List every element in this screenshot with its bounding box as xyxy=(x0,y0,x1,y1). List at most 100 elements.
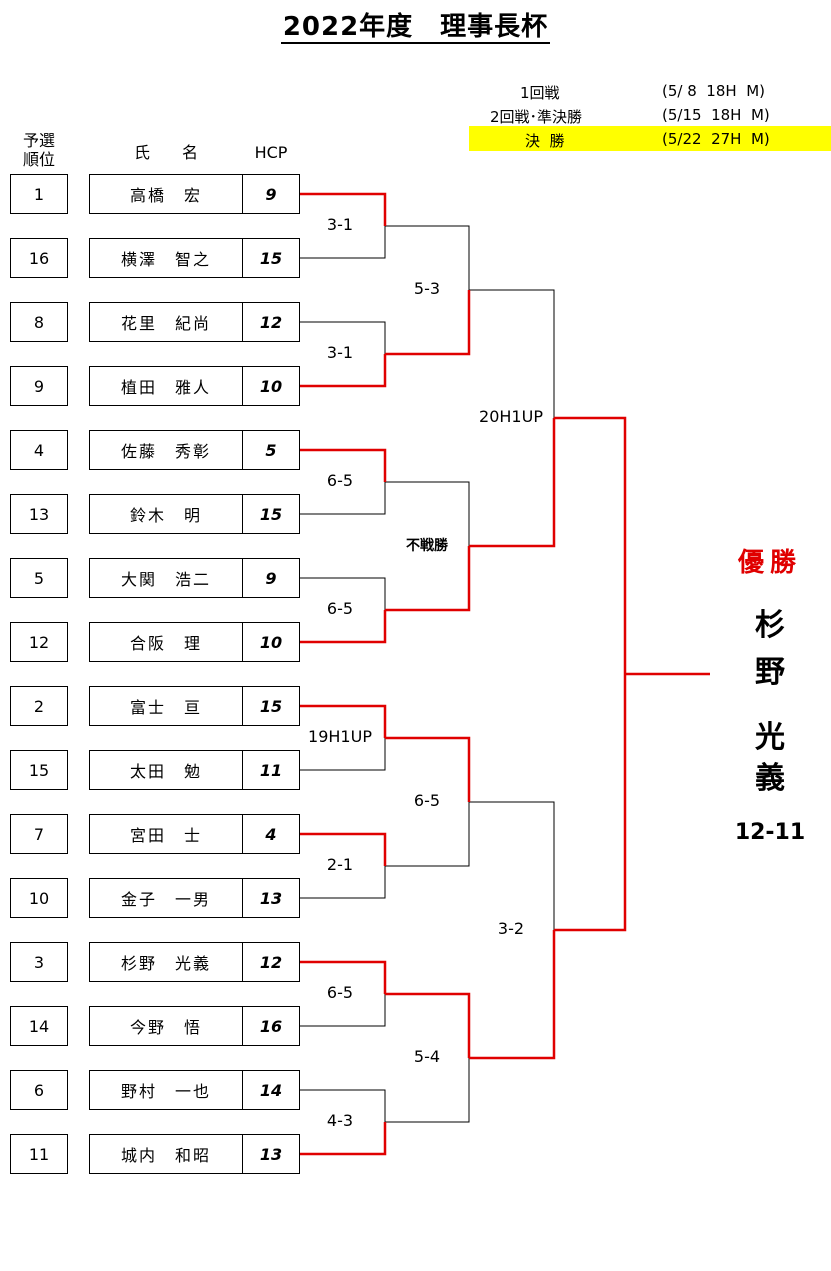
seed-cell: 13 xyxy=(10,494,68,534)
seed-cell: 1 xyxy=(10,174,68,214)
seed-cell: 2 xyxy=(10,686,68,726)
champion-name-char: 義 xyxy=(755,761,785,796)
bracket-loser-line xyxy=(300,321,386,354)
match-score: 不戦勝 xyxy=(406,538,448,554)
page-title: 2022年度 理事長杯 xyxy=(0,6,831,44)
champion-name-char: 光 xyxy=(755,720,785,755)
bracket-loser-line xyxy=(300,577,386,610)
schedule-round1: 1回戦 xyxy=(520,84,560,102)
bracket-loser-line xyxy=(300,482,386,515)
player-name-cell: 横澤 智之 xyxy=(89,238,243,278)
seed-cell: 6 xyxy=(10,1070,68,1110)
bracket-winner-line xyxy=(300,192,387,226)
bracket-loser-line xyxy=(385,225,470,290)
bracket-winner-line xyxy=(469,930,556,1060)
match-score: 2-1 xyxy=(326,855,354,874)
seed-cell: 3 xyxy=(10,942,68,982)
hcp-cell: 16 xyxy=(242,1006,300,1046)
schedule-round1-date: (5/ 8 18H M) xyxy=(662,82,765,100)
schedule-round2-date: (5/15 18H M) xyxy=(662,106,770,124)
player-name-cell: 太田 勉 xyxy=(89,750,243,790)
schedule-final-date: (5/22 27H M) xyxy=(662,130,770,148)
seed-cell: 10 xyxy=(10,878,68,918)
player-name-cell: 花里 紀尚 xyxy=(89,302,243,342)
player-name-cell: 野村 一也 xyxy=(89,1070,243,1110)
hcp-header: HCP xyxy=(254,143,288,162)
hcp-cell: 15 xyxy=(242,686,300,726)
hcp-cell: 15 xyxy=(242,238,300,278)
bracket-loser-line xyxy=(300,226,386,259)
hcp-cell: 9 xyxy=(242,174,300,214)
hcp-cell: 4 xyxy=(242,814,300,854)
bracket-loser-line xyxy=(469,801,555,930)
seed-cell: 5 xyxy=(10,558,68,598)
seed-cell: 15 xyxy=(10,750,68,790)
hcp-cell: 12 xyxy=(242,302,300,342)
bracket-loser-line xyxy=(385,802,470,867)
match-score: 19H1UP xyxy=(308,727,372,746)
seed-cell: 4 xyxy=(10,430,68,470)
bracket-loser-line xyxy=(300,1089,386,1122)
champion-name-char: 杉 xyxy=(755,608,785,643)
champion-name-char: 野 xyxy=(755,655,785,690)
hcp-cell: 12 xyxy=(242,942,300,982)
player-name-cell: 大関 浩二 xyxy=(89,558,243,598)
player-name-cell: 鈴木 明 xyxy=(89,494,243,534)
match-score: 6-5 xyxy=(326,599,354,618)
player-name-cell: 宮田 士 xyxy=(89,814,243,854)
hcp-cell: 9 xyxy=(242,558,300,598)
match-score: 6-5 xyxy=(413,791,441,810)
hcp-cell: 10 xyxy=(242,366,300,406)
match-score: 3-1 xyxy=(326,215,354,234)
match-score: 5-3 xyxy=(413,279,441,298)
bracket-winner-line xyxy=(300,960,387,994)
seed-cell: 7 xyxy=(10,814,68,854)
seed-header: 予選 順位 xyxy=(22,131,55,169)
bracket-loser-line xyxy=(300,866,386,899)
player-name-cell: 杉野 光義 xyxy=(89,942,243,982)
seed-cell: 12 xyxy=(10,622,68,662)
bracket-loser-line xyxy=(469,289,555,418)
match-score: 4-3 xyxy=(326,1111,354,1130)
bracket-winner-line xyxy=(300,610,387,644)
player-name-cell: 今野 悟 xyxy=(89,1006,243,1046)
bracket-winner-line xyxy=(554,674,627,932)
match-score: 3-2 xyxy=(497,919,525,938)
player-name-cell: 城内 和昭 xyxy=(89,1134,243,1174)
bracket-winner-line xyxy=(300,448,387,482)
final-highlight xyxy=(469,126,831,151)
seed-cell: 11 xyxy=(10,1134,68,1174)
bracket-winner-line xyxy=(300,704,387,738)
player-name-cell: 植田 雅人 xyxy=(89,366,243,406)
final-score: 12-11 xyxy=(734,820,806,845)
match-score: 6-5 xyxy=(326,983,354,1002)
player-name-cell: 富士 亘 xyxy=(89,686,243,726)
player-name-cell: 佐藤 秀彰 xyxy=(89,430,243,470)
player-name-cell: 合阪 理 xyxy=(89,622,243,662)
match-score: 20H1UP xyxy=(479,407,543,426)
schedule-round2: 2回戦･準決勝 xyxy=(490,108,583,126)
match-score: 5-4 xyxy=(413,1047,441,1066)
bracket-loser-line xyxy=(385,1058,470,1123)
hcp-cell: 13 xyxy=(242,878,300,918)
hcp-cell: 14 xyxy=(242,1070,300,1110)
name-header: 氏 名 xyxy=(133,143,198,162)
bracket-winner-line xyxy=(385,992,471,1058)
seed-cell: 14 xyxy=(10,1006,68,1046)
bracket-winner-line xyxy=(469,418,556,548)
hcp-cell: 5 xyxy=(242,430,300,470)
bracket-winner-line xyxy=(554,416,627,674)
bracket-winner-line xyxy=(300,1122,387,1156)
seed-cell: 16 xyxy=(10,238,68,278)
bracket-winner-line xyxy=(385,736,471,802)
hcp-cell: 13 xyxy=(242,1134,300,1174)
bracket-loser-line xyxy=(300,994,386,1027)
hcp-cell: 11 xyxy=(242,750,300,790)
title-text: 2022年度 理事長杯 xyxy=(280,12,551,44)
champion-label: 優勝 xyxy=(737,548,802,578)
bracket-winner-line xyxy=(385,290,471,356)
player-name-cell: 金子 一男 xyxy=(89,878,243,918)
hcp-cell: 15 xyxy=(242,494,300,534)
bracket-loser-line xyxy=(300,738,386,771)
